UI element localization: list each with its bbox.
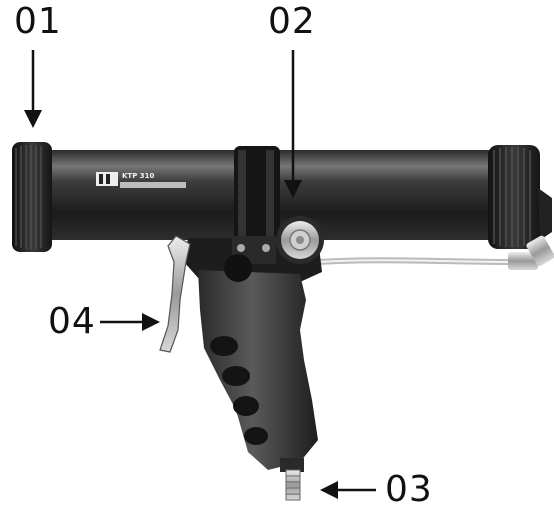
rear-end-cap [488, 145, 552, 249]
pistol-grip [198, 270, 318, 470]
callout-label-03: 03 [385, 469, 433, 510]
callout-label-01: 01 [14, 1, 62, 42]
barrel-clamp [234, 146, 280, 244]
grip-finger-ridges [210, 336, 268, 445]
callout-arrow-01 [24, 50, 42, 128]
air-inlet-fitting [280, 458, 304, 501]
logo-text: KTP 310 [122, 172, 155, 180]
callout-label-02: 02 [268, 1, 316, 42]
callout-arrow-04 [100, 313, 160, 331]
brand-logo: KTP 310 [96, 172, 186, 188]
callout-arrow-03 [320, 481, 376, 499]
grip-button [224, 254, 252, 282]
front-end-cap [12, 142, 52, 252]
callout-arrow-02 [284, 50, 302, 198]
hose-fitting [508, 235, 554, 270]
callout-label-04: 04 [48, 301, 96, 342]
trigger-lever [159, 235, 191, 353]
